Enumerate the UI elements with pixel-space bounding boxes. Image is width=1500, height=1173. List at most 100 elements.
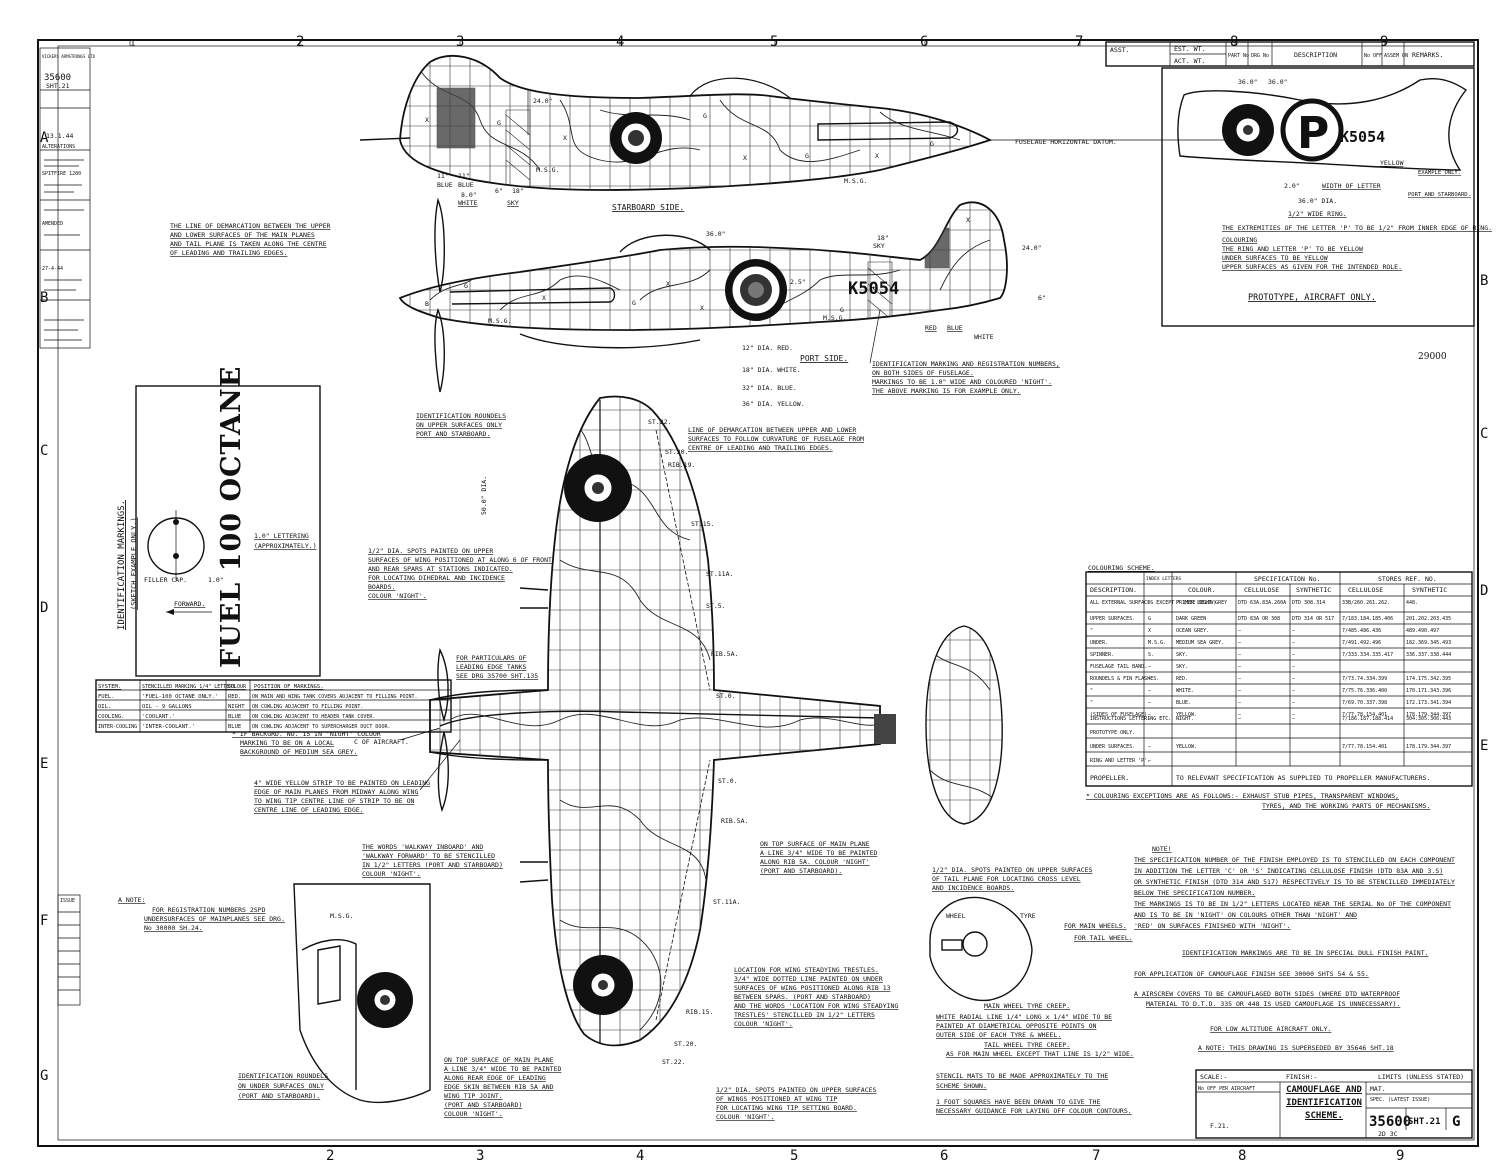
systems-header-colour: COLOUR xyxy=(228,684,247,690)
colour-row-5-col-6: 7/333.334.335.417 xyxy=(1342,652,1393,658)
wheel-tyre-detail: WHEEL TYRE FOR MAIN WHEELS. FOR TAIL WHE… xyxy=(929,896,1134,1115)
title-block-finish: FINISH:- xyxy=(1286,1073,1317,1081)
port-band-red: RED xyxy=(925,324,937,332)
row-label-g: G xyxy=(40,1068,48,1084)
title-block-drawing-no: 35600 xyxy=(1369,1114,1411,1130)
colour-row-4-col-4: — xyxy=(1238,640,1242,646)
colour-row-6-col-1: FUSELAGE TAIL BAND. xyxy=(1090,664,1147,670)
prototype-dim-1: 36.0" xyxy=(1238,78,1258,86)
wheel-label-main: FOR MAIN WHEELS. xyxy=(1064,922,1127,930)
row-label-c: C xyxy=(40,443,48,459)
plan-note-tail-spots-3: AND INCIDENCE BOARDS. xyxy=(932,884,1014,892)
colour-row-5-col-7: 336.337.338.444 xyxy=(1406,652,1451,658)
plan-note-rib-4: (PORT AND STARBOARD). xyxy=(760,867,842,875)
notes-line-13: A NOTE: THIS DRAWING IS SUPERSEDED BY 35… xyxy=(1198,1044,1394,1052)
strip-alterations-title: ALTERATIONS xyxy=(42,144,75,150)
colour-row-14-col-1: RING AND LETTER 'P'. xyxy=(1090,758,1150,764)
systems-row3-position: ON COWLING ADJACENT TO HEADER TANK COVER… xyxy=(252,714,375,720)
stbd-letter-5: X xyxy=(743,154,747,162)
port-letter-6: X xyxy=(700,304,704,312)
colour-row-9-col-3: BLUE. xyxy=(1176,700,1191,706)
systems-row1-colour: RED. xyxy=(228,694,241,700)
colour-row-13-col-7: 178.179.344.397 xyxy=(1406,744,1451,750)
colour-row-4-col-2: M.S.G. xyxy=(1148,640,1166,646)
wheel-note-1: MAIN WHEEL TYRE CREEP. xyxy=(984,1002,1070,1010)
notes-line-10: A AIRSCREW COVERS TO BE CAMOUFLAGED BOTH… xyxy=(1134,990,1400,998)
plan-note-rear-edge-2: A LINE 3/4" WIDE TO BE PAINTED xyxy=(444,1065,561,1073)
colour-row-7-col-7: 174.175.342.395 xyxy=(1406,676,1451,682)
stbd-dim-1: 24.0" xyxy=(533,97,553,105)
wheel-note-2: WHITE RADIAL LINE 1/4" LONG x 1/4" WIDE … xyxy=(936,1013,1112,1021)
colour-row-11-col-5: — xyxy=(1292,716,1296,722)
colour-row-2-col-2: G xyxy=(1148,616,1151,622)
title-block-extra: 2D 3C xyxy=(1378,1130,1398,1138)
wheel-label: WHEEL xyxy=(946,912,966,920)
strip-drawing-no: 35600 xyxy=(44,73,71,83)
plan-note-tip-spots-1: 1/2" DIA. SPOTS PAINTED ON UPPER SURFACE… xyxy=(716,1086,877,1094)
plan-station-rib5a-top: RIB.5A. xyxy=(711,650,738,658)
prototype-box: P K5054 36.0" 36.0" 36.0" DIA. 1/2" WIDE… xyxy=(1161,67,1492,362)
col-label-7: 7 xyxy=(1075,34,1083,50)
colour-row-10-col-4: — xyxy=(1238,712,1242,718)
colour-row-7-col-4: — xyxy=(1238,676,1242,682)
col-label-5: 5 xyxy=(770,34,778,50)
stbd-dim-4: 8.0" xyxy=(461,191,477,199)
colour-row-6-col-5: — xyxy=(1292,664,1296,670)
stbd-dim-2: 11" xyxy=(437,172,449,180)
alterations-header-table: ASST. EST. WT. ACT. WT. PART No DRG No D… xyxy=(1105,41,1475,67)
colour-row-7-col-1: ROUNDELS & FIN FLASHES. xyxy=(1090,676,1159,682)
plan-note-walkway-3: IN 1/2" LETTERS (PORT AND STARBOARD) xyxy=(362,861,503,869)
col-label-bottom-6: 6 xyxy=(940,1148,948,1164)
colour-row-3-col-6: 7/485.486.436 xyxy=(1342,628,1381,634)
plan-note-rear-edge-3: ALONG REAR EDGE OF LEADING xyxy=(444,1074,546,1082)
plan-note-walkway-4: COLOUR 'NIGHT'. xyxy=(362,870,421,878)
systems-header-marking: STENCILLED MARKING 1/4" LETTERS xyxy=(142,684,235,690)
col-label-4: 4 xyxy=(616,34,624,50)
colour-row-8-col-7: 170.171.343.396 xyxy=(1406,688,1451,694)
title-block-issue: G xyxy=(1452,1114,1460,1130)
systems-marking-table: SYSTEM. STENCILLED MARKING 1/4" LETTERS … xyxy=(95,679,452,733)
prototype-dim-5: 2.0" xyxy=(1284,182,1300,190)
plan-station-st20-top: ST.20. xyxy=(665,448,688,456)
port-dim-2: 24.0" xyxy=(1022,244,1042,252)
colour-row-11-col-6: 7/186.187.188.414 xyxy=(1342,716,1393,722)
notes-line-2: IN ADDITION THE LETTER 'C' OR 'S' INDICA… xyxy=(1134,867,1443,875)
port-dim-1: 36.0" xyxy=(706,230,726,238)
plan-note-spots-1: 1/2" DIA. SPOTS PAINTED ON UPPER xyxy=(368,547,493,555)
systems-row2-colour: NIGHT xyxy=(228,704,245,710)
colour-row-8-col-5: — xyxy=(1292,688,1296,694)
port-letter-8: X xyxy=(966,216,970,224)
colouring-title: COLOURING SCHEME. xyxy=(1088,564,1155,572)
colouring-header-cell-spec: CELLULOSE xyxy=(1244,586,1279,594)
systems-row1-system: FUEL. xyxy=(98,694,115,700)
prototype-label-yellow: YELLOW xyxy=(1380,159,1404,167)
colouring-group-spec: SPECIFICATION No. xyxy=(1254,575,1321,583)
plan-note-reg-2: FOR REGISTRATION NUMBERS 2SPD xyxy=(152,906,266,914)
colour-row-5-col-5: — xyxy=(1292,652,1296,658)
notes-line-9: FOR APPLICATION OF CAMOUFLAGE FINISH SEE… xyxy=(1134,970,1369,978)
col-label-3: 3 xyxy=(456,34,464,50)
port-roundel-dim-3: 32" DIA. BLUE. xyxy=(742,384,797,392)
row-label-d: D xyxy=(40,600,48,616)
fuel-stencil: FUEL 100 OCTANE xyxy=(216,366,247,668)
port-dim-3: 18" xyxy=(877,234,889,242)
port-note-demarcation-3: AND TAIL PLANE IS TAKEN ALONG THE CENTRE xyxy=(170,240,327,248)
colour-row-5-col-1: SPINNER. xyxy=(1090,652,1114,658)
plan-note-rib-2: A LINE 3/4" WIDE TO BE PAINTED xyxy=(760,849,877,857)
prototype-label-port-stbd: PORT AND STARBOARD. xyxy=(1408,192,1471,198)
stbd-band-blue-2: BLUE xyxy=(458,181,474,189)
notes-line-7: 'RED' ON SURFACES FINISHED WITH 'NIGHT'. xyxy=(1134,922,1291,930)
colour-row-6-col-3: SKY. xyxy=(1176,664,1188,670)
colour-row-8-col-4: — xyxy=(1238,688,1242,694)
prototype-note-2: COLOURING xyxy=(1222,236,1257,244)
plan-note-backgrd-1: * IF BACKGRD. NO. 15 IN 'NIGHT' COLOUR xyxy=(232,730,381,738)
plan-note-backgrd-3: BACKGROUND OF MEDIUM SEA GREY. xyxy=(240,748,357,756)
colouring-exceptions-2: TYRES, AND THE WORKING PARTS OF MECHANIS… xyxy=(1262,802,1430,810)
plan-note-tanks-3: SEE DRG 35700 SHT.135 xyxy=(456,672,538,680)
drawing-border: 1 2 3 4 5 6 7 8 9 2 3 4 5 6 7 8 9 A B C … xyxy=(37,34,1488,1164)
systems-row3-system: COOLING. xyxy=(98,714,125,720)
prototype-dim-4: 1/2" WIDE RING. xyxy=(1288,210,1347,218)
plan-note-reg-3: UNDERSURFACES OF MAINPLANES SEE DRG. xyxy=(144,915,285,923)
colour-row-3-col-5: — xyxy=(1292,628,1296,634)
stbd-band-blue-1: BLUE xyxy=(437,181,453,189)
